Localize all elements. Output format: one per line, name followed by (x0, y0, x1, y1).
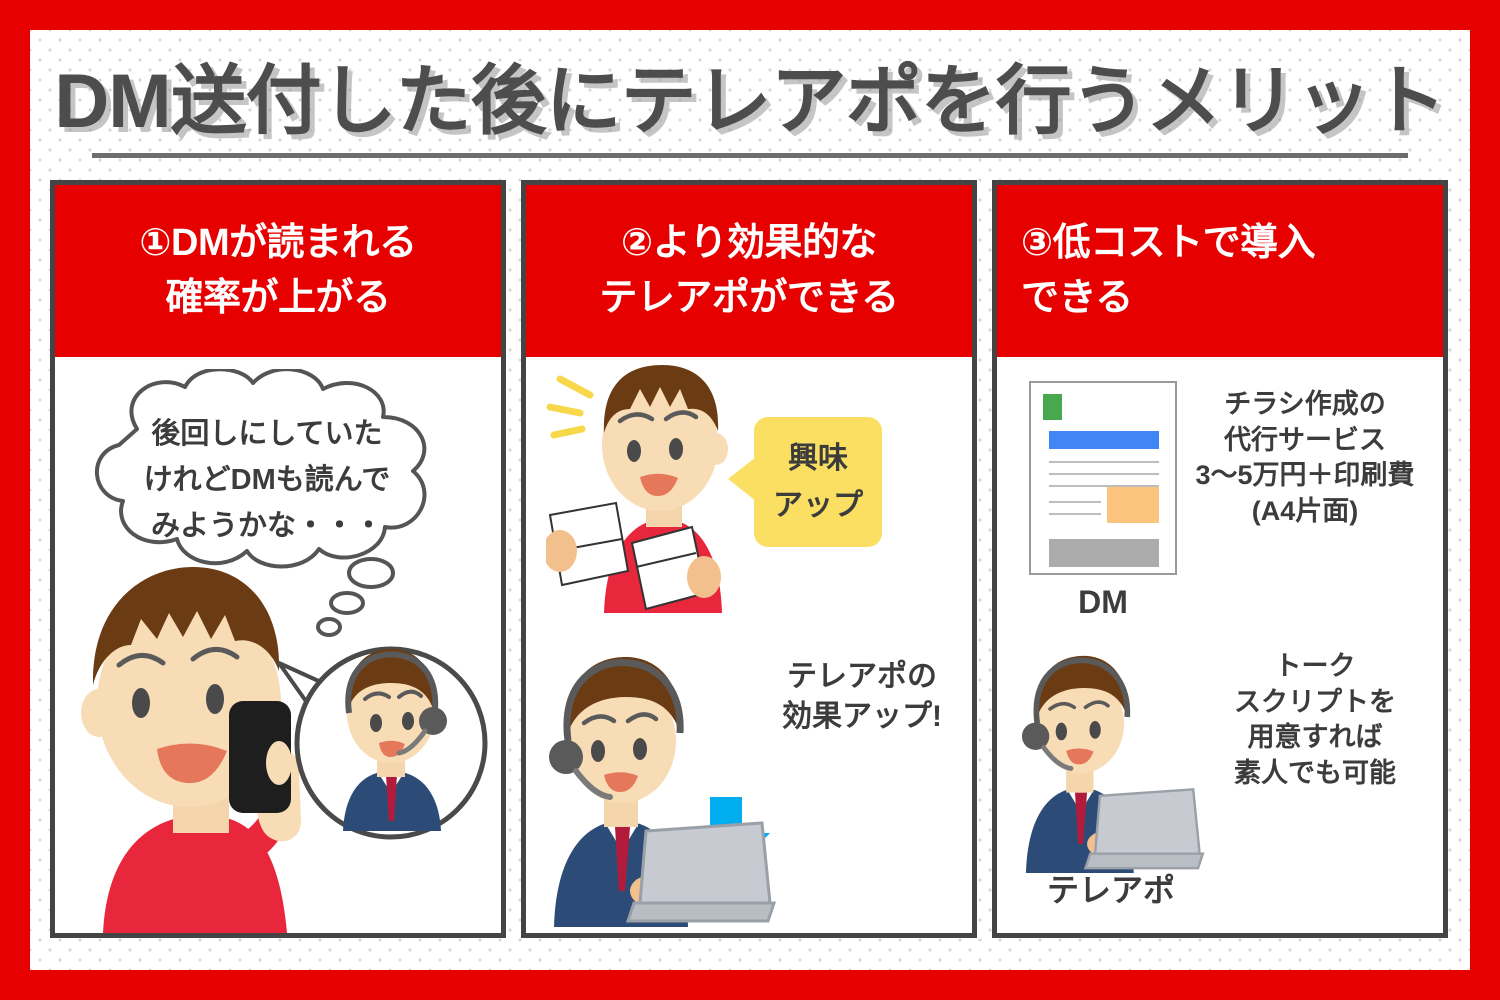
flyer-line (1049, 461, 1159, 463)
man-reading-letter-illustration (546, 365, 728, 613)
panel-2-header-line-2: テレアポができる (599, 277, 899, 319)
agent-circle-bubble (277, 646, 488, 840)
flyer-line (1049, 513, 1101, 515)
flyer-blue-bar (1049, 431, 1159, 449)
talk-script-line-4: 素人でも可能 (1234, 757, 1396, 788)
talk-script-line-2: スクリプトを (1234, 686, 1396, 717)
dm-cost-line-2: 代行サービス (1224, 424, 1386, 455)
flyer-gray-block (1049, 539, 1159, 567)
telapo-effect-line-2: 効果アップ! (782, 699, 942, 733)
talk-script-line-3: 用意すれば (1247, 722, 1383, 753)
flyer-orange-block (1107, 487, 1159, 523)
panel-1-header-line-1: ①DMが読まれる (139, 222, 417, 264)
dm-cost-line-3: 3〜5万円＋印刷費 (1195, 460, 1415, 491)
panel-1-header: ①DMが読まれる 確率が上がる (55, 185, 501, 357)
agent-at-laptop-illustration (1021, 655, 1205, 873)
balloon-text: 興味 アップ (754, 435, 882, 529)
panel-2-header: ②より効果的な テレアポができる (526, 185, 972, 357)
dm-cost-line-4: (A4片面) (1251, 495, 1359, 526)
thought-bubble-line-1: 後回しにしていた (151, 418, 383, 450)
panel-3-header: ③低コストで導入 できる (997, 185, 1443, 357)
telapo-icon-label: テレアポ (1046, 872, 1175, 908)
page-title: DM送付した後にテレアポを行うメリット (52, 52, 1448, 164)
agent-at-laptop-illustration (549, 657, 776, 927)
flyer-line (1049, 473, 1159, 475)
balloon-line-1: 興味 (788, 442, 848, 475)
thought-bubble-text: 後回しにしていた けれどDMも読んで みようかな・・・ (77, 411, 457, 549)
benefit-panel-3: ③低コストで導入 できる DM チラシ作成の 代行サービス 3〜5万円＋ (992, 180, 1448, 938)
balloon-tail (728, 457, 756, 501)
thought-bubble: 後回しにしていた けれどDMも読んで みようかな・・・ (77, 367, 457, 569)
panel-3-body: DM チラシ作成の 代行サービス 3〜5万円＋印刷費 (A4片面) (997, 357, 1443, 933)
panel-1-body: 後回しにしていた けれどDMも読んで みようかな・・・ (55, 357, 501, 933)
talk-script-text: トーク スクリプトを 用意すれば 素人でも可能 (1205, 649, 1425, 792)
telapo-effect-line-1: テレアポの (787, 660, 937, 693)
panel-3-header-line-2: できる (1021, 277, 1133, 319)
flyer-line (1049, 485, 1159, 487)
thought-bubble-line-3: みようかな・・・ (150, 510, 383, 542)
page-title-text: DM送付した後にテレアポを行うメリット (54, 59, 1446, 144)
interest-up-balloon: 興味 アップ (728, 417, 882, 547)
thought-bubble-dots (316, 557, 395, 637)
man-on-phone-illustration (81, 567, 301, 933)
panel-3-header-line-1: ③低コストで導入 (1021, 222, 1316, 264)
title-underline (92, 153, 1408, 158)
balloon-line-2: アップ (773, 489, 863, 522)
panel-1-header-line-2: 確率が上がる (165, 277, 391, 319)
panel-2-header-line-1: ②より効果的な (621, 222, 877, 264)
telapo-effect-caption: テレアポの 効果アップ! (762, 657, 962, 736)
dm-cost-line-1: チラシ作成の (1224, 389, 1386, 419)
benefit-panel-2: ②より効果的な テレアポができる (521, 180, 977, 938)
talk-script-line-1: トーク (1274, 651, 1356, 681)
benefit-panel-1: ①DMが読まれる 確率が上がる 後回しにしていた けれどDMも読んで みようかな… (50, 180, 506, 938)
dm-cost-text: チラシ作成の 代行サービス 3〜5万円＋印刷費 (A4片面) (1185, 387, 1425, 530)
flyer-line (1049, 501, 1101, 503)
panel-2-body: 興味 アップ テレアポの 効果アップ! (526, 357, 972, 933)
thought-bubble-shape (94, 367, 427, 569)
thought-bubble-line-2: けれどDMも読んで (143, 464, 391, 496)
flyer-document-icon (1029, 381, 1177, 575)
flyer-green-block (1043, 394, 1062, 420)
dm-icon-label: DM (1078, 584, 1128, 620)
